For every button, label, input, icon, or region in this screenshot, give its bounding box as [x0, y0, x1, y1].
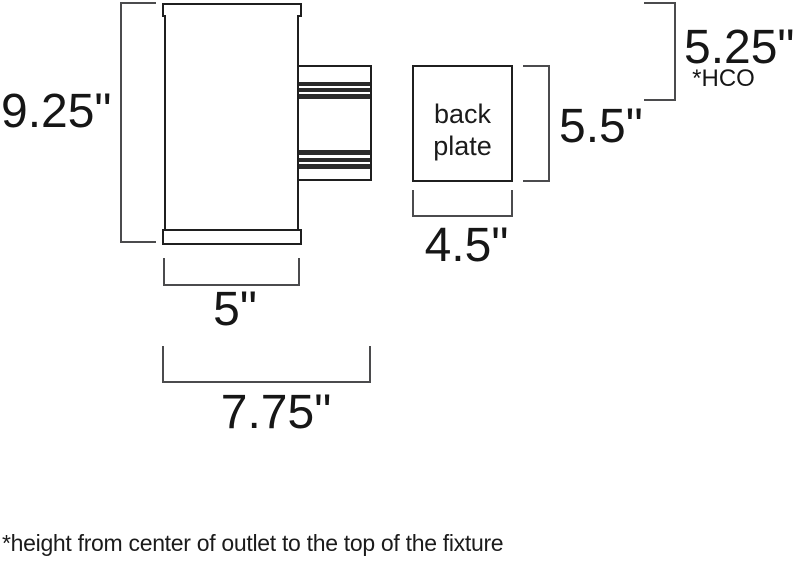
- dim-bracket-body-width: [163, 258, 300, 286]
- arm-rib: [299, 150, 370, 155]
- footnote: *height from center of outlet to the top…: [2, 530, 504, 556]
- fixture-bottom-cap: [162, 229, 302, 245]
- back-plate: back plate: [412, 65, 513, 182]
- arm-rib: [299, 158, 370, 162]
- arm-rib: [299, 82, 370, 86]
- fixture-body: [164, 15, 299, 231]
- dim-label-hco: 5.25": [684, 21, 795, 74]
- arm-rib: [299, 164, 370, 169]
- mounting-arm: [299, 65, 372, 181]
- dim-bracket-backplate-height: [523, 65, 550, 182]
- dim-label-backplate-width: 4.5": [424, 219, 509, 272]
- back-plate-label: back plate: [433, 99, 492, 161]
- dim-bracket-hco: [644, 2, 676, 101]
- dim-label-body-width: 5": [213, 283, 257, 336]
- arm-rib: [299, 94, 370, 99]
- dim-label-overall-height: 9.25": [1, 85, 112, 138]
- dim-bracket-overall-projection: [162, 346, 371, 383]
- dim-bracket-backplate-width: [412, 190, 513, 217]
- dim-label-backplate-height: 5.5": [559, 100, 643, 153]
- arm-rib: [299, 88, 370, 92]
- dim-bracket-overall-height: [120, 2, 156, 243]
- hco-note: *HCO: [692, 65, 755, 92]
- dim-label-overall-projection: 7.75": [220, 386, 332, 439]
